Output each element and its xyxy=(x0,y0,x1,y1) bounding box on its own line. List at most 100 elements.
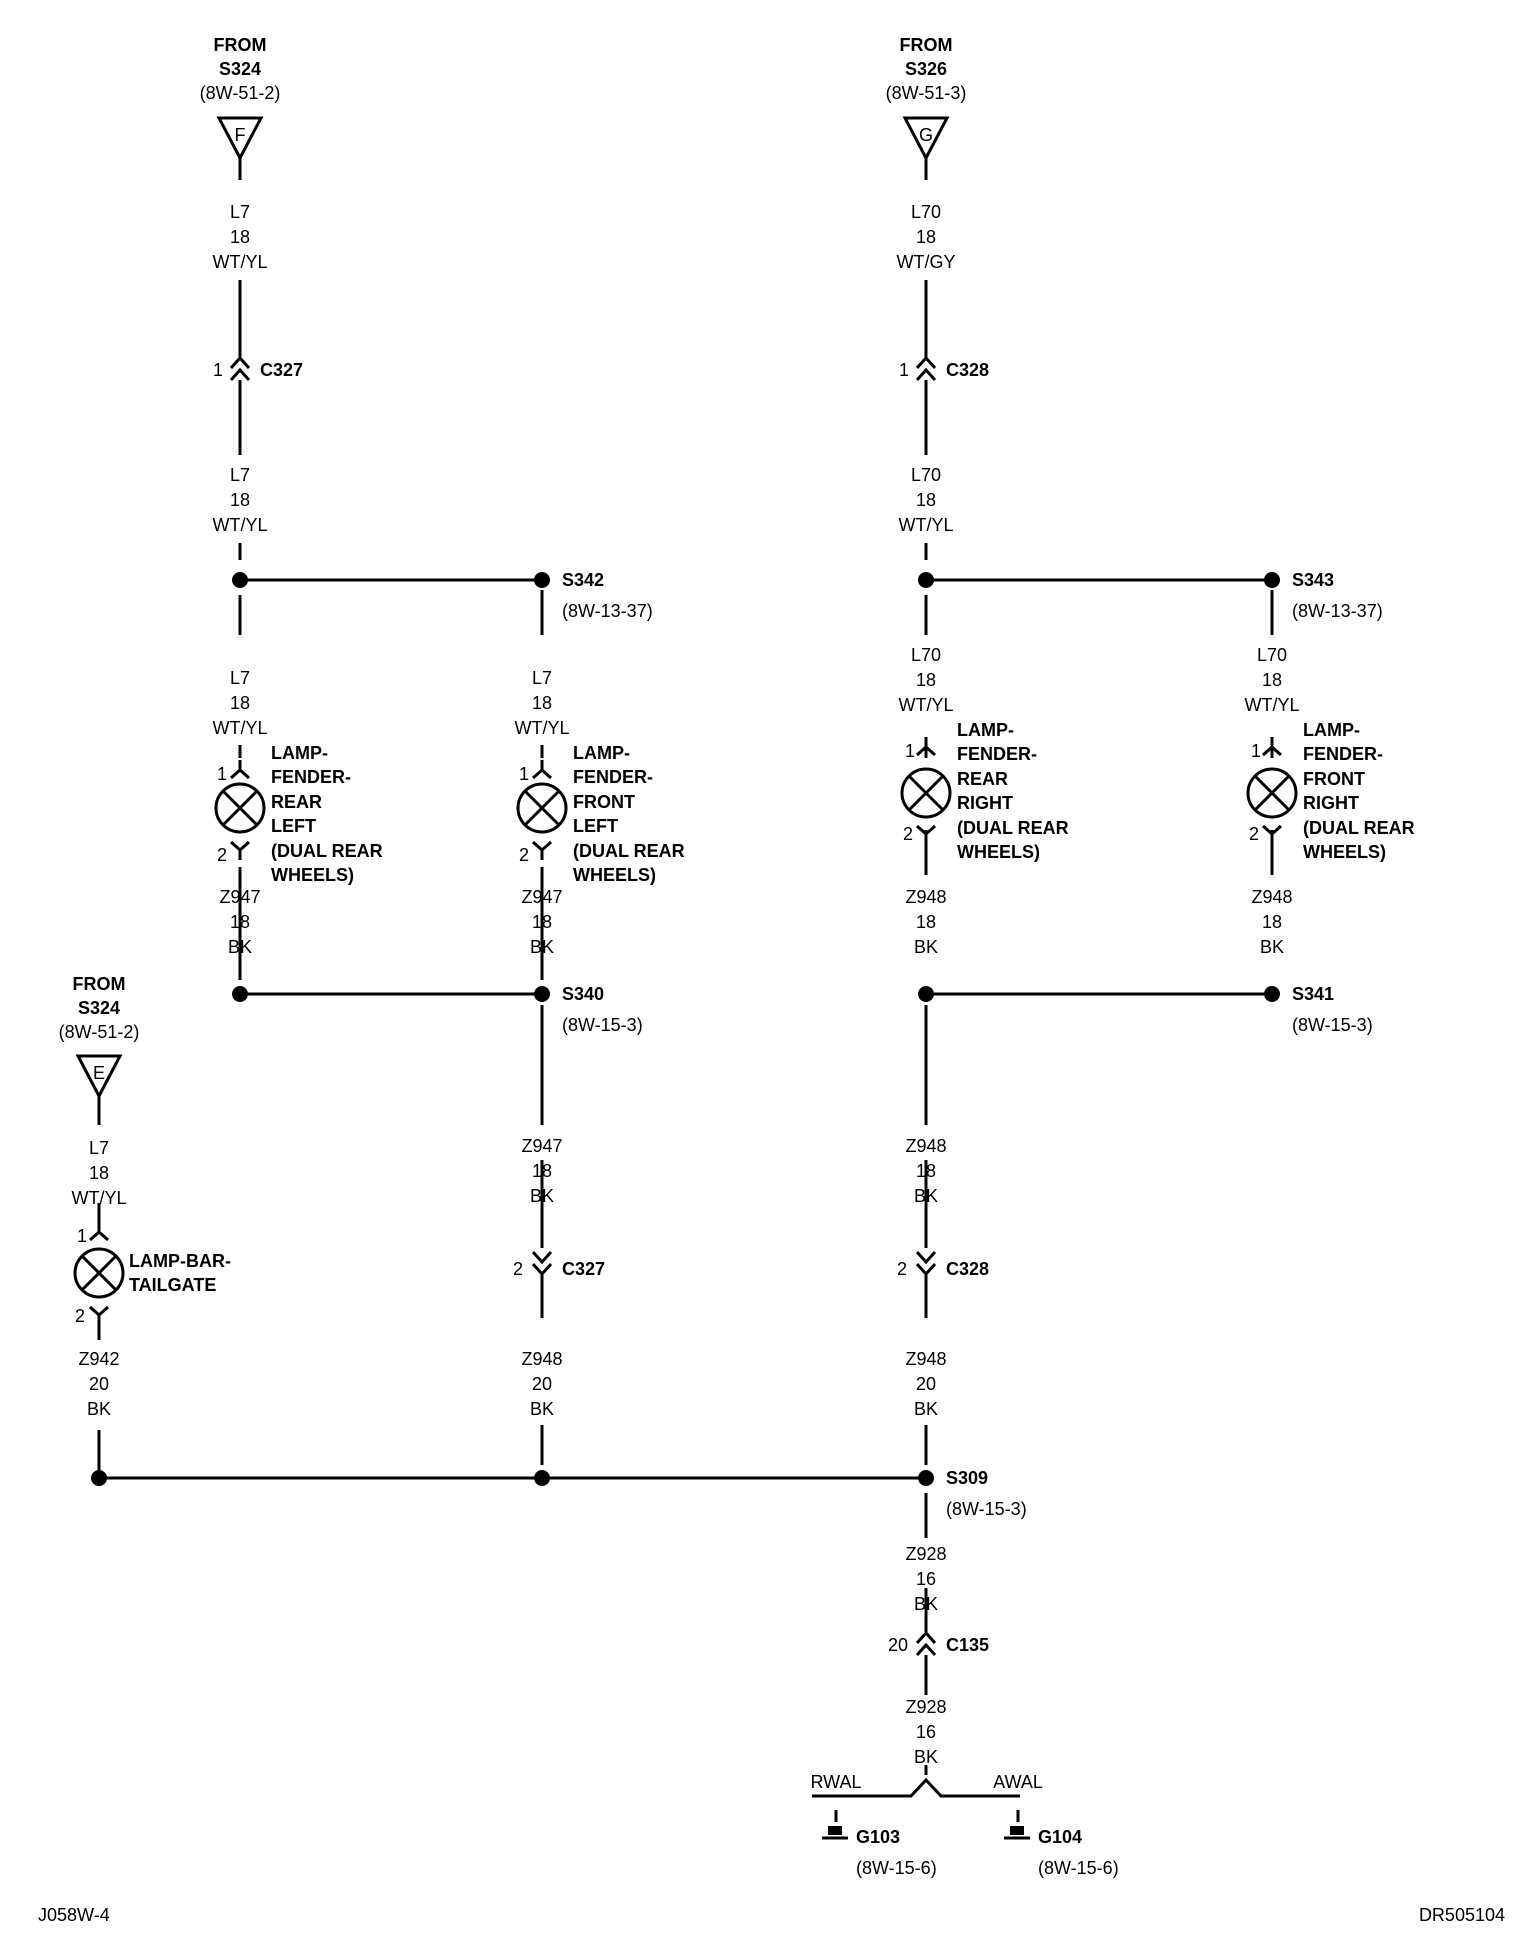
ground-name: G104 xyxy=(1038,1827,1082,1847)
circuit: L7 xyxy=(532,668,552,688)
from-s326-g: FROM S326 (8W-51-3) G xyxy=(886,35,966,162)
splice-name: S342 xyxy=(562,570,604,590)
lamp-fender-front-left: 1 2 LAMP- FENDER- FRONT LEFT (DUAL REAR … xyxy=(516,743,685,885)
circuit: L7 xyxy=(230,202,250,222)
splice-s342: S342 (8W-13-37) xyxy=(562,570,653,621)
terminal-icon xyxy=(89,1305,109,1325)
lamp-label-line: (DUAL REAR xyxy=(957,818,1069,838)
color: BK xyxy=(87,1399,111,1419)
lamp-label: LAMP-BAR- TAILGATE xyxy=(129,1251,231,1295)
color: BK xyxy=(530,1399,554,1419)
connector-c328-lower: 2 C328 xyxy=(897,1250,989,1279)
circuit: Z948 xyxy=(905,1349,946,1369)
wire-lines xyxy=(97,158,1274,1775)
source-ref: (8W-51-2) xyxy=(59,1022,140,1042)
lamp-pin-2: 2 xyxy=(217,845,227,865)
lamp-pin-1: 1 xyxy=(905,741,915,761)
gauge: 20 xyxy=(916,1374,936,1394)
from-arrow-icon xyxy=(902,116,950,162)
lamp-bulb-icon xyxy=(73,1247,125,1299)
wire-label-z948-front-right: Z948 18 BK xyxy=(1251,887,1292,957)
connector-name: C327 xyxy=(260,360,303,380)
color: BK xyxy=(914,937,938,957)
gauge: 18 xyxy=(230,227,250,247)
wire-label-z948-rear-right: Z948 18 BK xyxy=(905,887,946,957)
circuit: Z948 xyxy=(1251,887,1292,907)
terminal-icon xyxy=(230,840,250,860)
ground-ref: (8W-15-6) xyxy=(1038,1858,1119,1878)
circuit: Z947 xyxy=(521,1136,562,1156)
splice-s343: S343 (8W-13-37) xyxy=(1292,570,1383,621)
wire-label-z948-20-left: Z948 20 BK xyxy=(521,1349,562,1419)
lamp-label-line: (DUAL REAR xyxy=(573,841,685,861)
lamp-cross-icon xyxy=(523,789,561,827)
from-s324-f: FROM S324 (8W-51-2) F xyxy=(200,35,281,162)
lamp-pin-1: 1 xyxy=(519,764,529,784)
ground-name: G103 xyxy=(856,1827,900,1847)
terminal-icon xyxy=(532,840,552,860)
circuit: L7 xyxy=(230,465,250,485)
branch-line xyxy=(812,1777,1020,1798)
wire-label-l70-rear-right: L70 18 WT/YL xyxy=(898,645,953,715)
color: BK xyxy=(1260,937,1284,957)
connector-pin: 1 xyxy=(899,360,909,380)
ground-ref: (8W-15-6) xyxy=(856,1858,937,1878)
gauge: 16 xyxy=(916,1569,936,1589)
circuit: L70 xyxy=(911,465,941,485)
splice-dot xyxy=(534,1470,550,1486)
lamp-pin-2: 2 xyxy=(903,824,913,844)
source-ref: (8W-51-2) xyxy=(200,83,281,103)
source-splice: S326 xyxy=(905,59,947,79)
color: WT/YL xyxy=(212,718,267,738)
color: WT/YL xyxy=(212,252,267,272)
circuit: Z948 xyxy=(521,1349,562,1369)
connector-pin: 1 xyxy=(213,360,223,380)
connector-c327-lower: 2 C327 xyxy=(513,1250,605,1279)
ground-icon xyxy=(1010,1826,1024,1835)
connector-name: C135 xyxy=(946,1635,989,1655)
lamp-pin-2: 2 xyxy=(1249,824,1259,844)
lamp-label-line: WHEELS) xyxy=(957,842,1040,862)
color: BK xyxy=(914,1594,938,1614)
lamp-label-line: RIGHT xyxy=(957,793,1013,813)
connectors: 1 C327 1 C328 2 C327 2 C328 20 C135 xyxy=(213,355,989,1657)
lamp-label-line: WHEELS) xyxy=(271,865,354,885)
lamp-pin-2: 2 xyxy=(75,1306,85,1326)
lamp-label-line: FRONT xyxy=(1303,769,1365,789)
from-letter: E xyxy=(93,1063,105,1083)
splice-dot xyxy=(1264,986,1280,1002)
lamp-label-line: FENDER- xyxy=(1303,744,1383,764)
circuit: L7 xyxy=(89,1138,109,1158)
circuit: L7 xyxy=(230,668,250,688)
color: BK xyxy=(914,1186,938,1206)
from-letter: G xyxy=(919,125,933,145)
circuit: Z947 xyxy=(219,887,260,907)
gauge: 18 xyxy=(230,912,250,932)
color: WT/YL xyxy=(898,515,953,535)
splice-ref: (8W-13-37) xyxy=(1292,601,1383,621)
lamp-label: LAMP- FENDER- REAR LEFT (DUAL REAR WHEEL… xyxy=(271,743,383,885)
splice-dots xyxy=(91,572,1280,1486)
gauge: 18 xyxy=(230,693,250,713)
wire-label-l7-tailgate: L7 18 WT/YL xyxy=(71,1138,126,1208)
lamp-cross-icon xyxy=(1253,774,1291,812)
wire-label-l7-front-left: L7 18 WT/YL xyxy=(514,668,569,738)
splice-ref: (8W-15-3) xyxy=(946,1499,1027,1519)
lamp-label-line: (DUAL REAR xyxy=(271,841,383,861)
color: WT/YL xyxy=(898,695,953,715)
connector-pin: 2 xyxy=(513,1259,523,1279)
circuit: Z947 xyxy=(521,887,562,907)
connector-c327-top: 1 C327 xyxy=(213,355,303,382)
footer-code-left: J058W-4 xyxy=(38,1905,110,1925)
splice-ref: (8W-15-3) xyxy=(1292,1015,1373,1035)
wire-label-l70-top: L70 18 WT/GY xyxy=(897,202,956,272)
wire-label-z947-lower: Z947 18 BK xyxy=(521,1136,562,1206)
circuit: L70 xyxy=(911,202,941,222)
splice-name: S340 xyxy=(562,984,604,1004)
splice-dot xyxy=(918,1470,934,1486)
circuit: L70 xyxy=(911,645,941,665)
terminal-icon xyxy=(1262,737,1282,757)
gauge: 18 xyxy=(230,490,250,510)
terminal-icon xyxy=(230,760,250,780)
